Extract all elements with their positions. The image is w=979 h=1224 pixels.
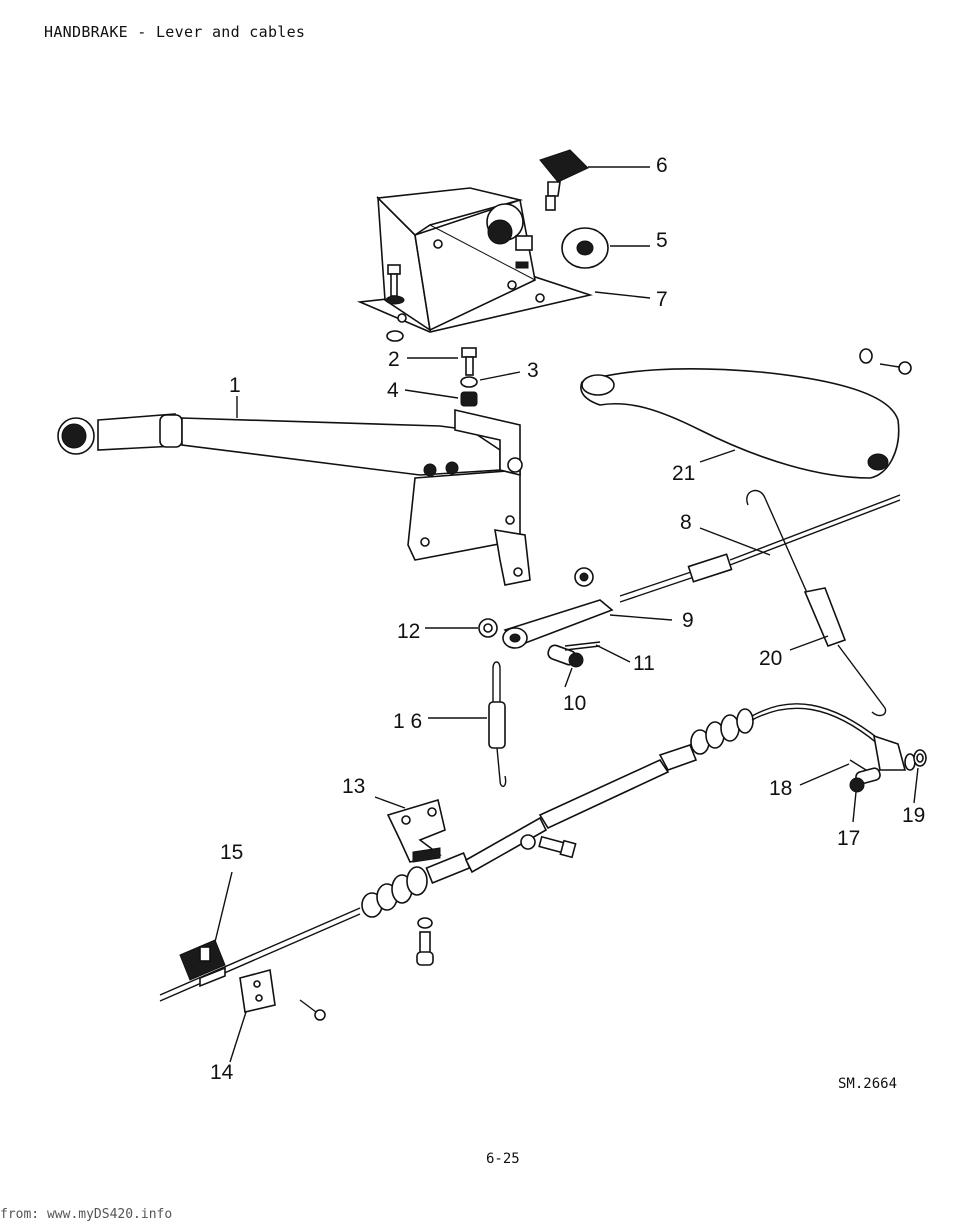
callout-5: 5 — [656, 229, 668, 252]
callout-16: 1 6 — [393, 710, 422, 733]
gaiter-part-21 — [580, 348, 912, 479]
bolt-part-2 — [461, 347, 477, 376]
return-spring-part-20 — [746, 489, 887, 717]
callout-1: 1 — [229, 374, 241, 397]
callout-10: 10 — [563, 692, 586, 715]
rear-cable — [159, 703, 916, 1002]
washer-part-12 — [478, 618, 498, 638]
split-pin-part-18 — [849, 759, 867, 771]
callout-6: 6 — [656, 154, 668, 177]
spring-part-16 — [488, 661, 507, 787]
callout-4: 4 — [387, 379, 399, 402]
callout-14: 14 — [210, 1061, 234, 1084]
callout-21: 21 — [672, 462, 695, 485]
leader-lines — [214, 166, 919, 1063]
clamp-plate-part-14 — [239, 968, 276, 1013]
callout-11: 11 — [633, 652, 655, 675]
page-number: 6-25 — [486, 1151, 520, 1167]
self-tapping-screw — [299, 999, 326, 1021]
cable-bracket-part-13 — [386, 798, 446, 863]
callout-17: 17 — [837, 827, 860, 850]
drawing-reference: SM.2664 — [838, 1076, 898, 1092]
front-cable-part-8 — [619, 494, 901, 603]
cable-clamp-part-15 — [179, 939, 226, 988]
handbrake-lever-part-1 — [57, 408, 531, 586]
callout-2: 2 — [388, 348, 400, 371]
callout-3: 3 — [527, 359, 539, 382]
vertical-screw — [416, 917, 434, 966]
page-title: HANDBRAKE - Lever and cables — [44, 23, 306, 41]
callout-18: 18 — [769, 777, 792, 800]
callout-7: 7 — [656, 288, 668, 311]
mounting-bracket-part-7 — [356, 187, 593, 342]
washer-part-19 — [913, 749, 927, 767]
bracket-bolt — [520, 834, 577, 859]
callout-13: 13 — [342, 775, 365, 798]
bump-stop-part-6 — [539, 149, 589, 211]
clevis-pin-part-10 — [547, 644, 584, 668]
callout-19: 19 — [902, 804, 925, 827]
clevis-pin-part-17 — [849, 767, 881, 793]
callout-9: 9 — [682, 609, 694, 632]
source-footer: from: www.myDS420.info — [0, 1207, 173, 1222]
callout-15: 15 — [220, 841, 243, 864]
callout-20: 20 — [759, 647, 782, 670]
split-pin-part-11 — [564, 641, 601, 651]
callout-8: 8 — [680, 511, 692, 534]
spacer-part-4 — [460, 391, 478, 407]
rubber-buffer-part-5 — [561, 227, 609, 269]
relay-lever-part-9 — [502, 567, 614, 649]
washer-part-3 — [460, 376, 478, 388]
callout-12: 12 — [397, 620, 420, 643]
